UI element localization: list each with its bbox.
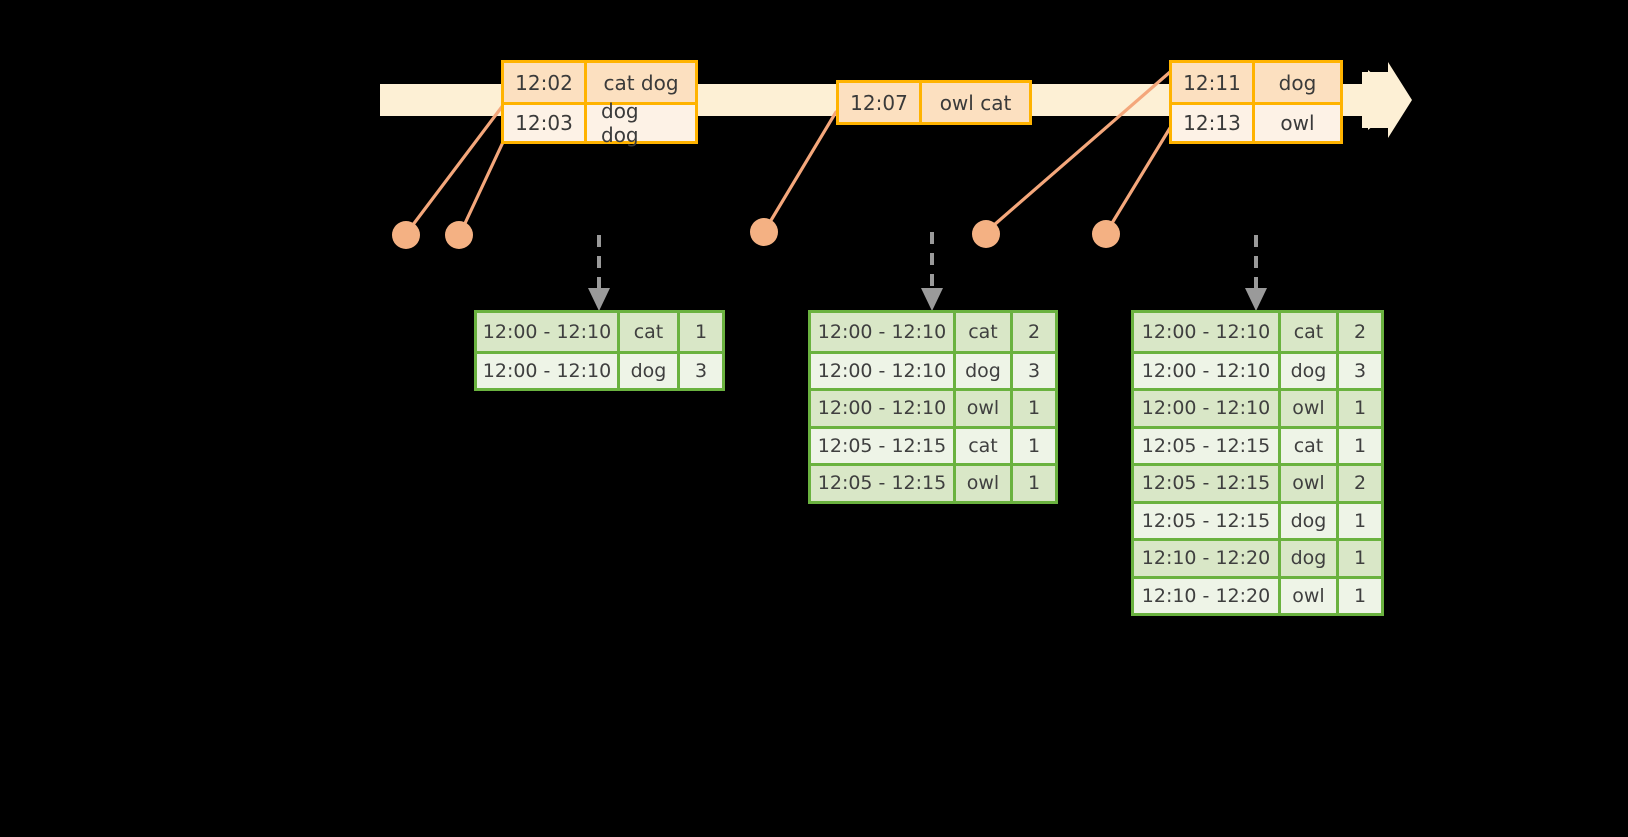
event-time: 12:07 [839, 83, 922, 122]
window-cell: 12:00 - 12:10 [1134, 391, 1281, 426]
event-time: 12:11 [1172, 63, 1255, 102]
window-cell: 12:00 - 12:10 [811, 313, 956, 351]
event-row[interactable]: 12:02 cat dog [504, 63, 695, 102]
event-row[interactable]: 12:07 owl cat [839, 83, 1029, 122]
word-cell: dog [620, 353, 680, 388]
window-cell: 12:00 - 12:10 [1134, 353, 1281, 388]
table-row[interactable]: 12:00 - 12:10 dog 3 [1134, 350, 1381, 388]
word-cell: cat [956, 313, 1013, 351]
event-box-1[interactable]: 12:02 cat dog 12:03 dog dog [501, 60, 698, 147]
event-dots [392, 218, 1120, 249]
word-cell: dog [1281, 353, 1339, 388]
table-row[interactable]: 12:05 - 12:15 cat 1 [811, 425, 1055, 463]
event-words: dog [1255, 63, 1340, 102]
count-cell: 1 [1013, 391, 1055, 426]
window-cell: 12:05 - 12:15 [811, 428, 956, 463]
window-cell: 12:00 - 12:10 [811, 353, 956, 388]
window-cell: 12:10 - 12:20 [1134, 578, 1281, 613]
count-cell: 1 [680, 313, 722, 351]
word-cell: cat [956, 428, 1013, 463]
trigger-arrow-2 [921, 232, 943, 311]
count-cell: 3 [1339, 353, 1381, 388]
event-box-3[interactable]: 12:11 dog 12:13 owl [1169, 60, 1343, 144]
event-dot-2 [445, 221, 473, 249]
table-row[interactable]: 12:00 - 12:10 dog 3 [811, 350, 1055, 388]
word-cell: owl [956, 391, 1013, 426]
event-row[interactable]: 12:03 dog dog [504, 99, 695, 147]
trigger-arrows [588, 232, 1267, 311]
table-row[interactable]: 12:05 - 12:15 dog 1 [1134, 500, 1381, 538]
connector-3 [762, 110, 838, 234]
count-cell: 2 [1339, 466, 1381, 501]
event-time: 12:13 [1172, 105, 1255, 141]
event-words: dog dog [587, 99, 695, 147]
window-cell: 12:05 - 12:15 [1134, 503, 1281, 538]
event-dot-1 [392, 221, 420, 249]
connector-2 [458, 138, 506, 236]
window-cell: 12:00 - 12:10 [811, 391, 956, 426]
event-time: 12:03 [504, 105, 587, 141]
count-cell: 1 [1339, 428, 1381, 463]
count-cell: 1 [1339, 541, 1381, 576]
window-cell: 12:00 - 12:10 [1134, 313, 1281, 351]
event-box-2[interactable]: 12:07 owl cat [836, 80, 1032, 125]
event-words: cat dog [587, 63, 695, 102]
event-dot-3 [750, 218, 778, 246]
table-row[interactable]: 12:00 - 12:10 owl 1 [811, 388, 1055, 426]
table-row[interactable]: 12:00 - 12:10 cat 2 [811, 313, 1055, 351]
count-cell: 2 [1339, 313, 1381, 351]
window-cell: 12:00 - 12:10 [477, 353, 620, 388]
window-cell: 12:00 - 12:10 [477, 313, 620, 351]
window-cell: 12:05 - 12:15 [1134, 428, 1281, 463]
event-words: owl [1255, 105, 1340, 141]
event-row[interactable]: 12:13 owl [1172, 102, 1340, 141]
window-cell: 12:05 - 12:15 [811, 466, 956, 501]
word-cell: owl [956, 466, 1013, 501]
trigger-arrow-1 [588, 235, 610, 311]
count-cell: 3 [680, 353, 722, 388]
result-table-1[interactable]: 12:00 - 12:10 cat 1 12:00 - 12:10 dog 3 [474, 310, 725, 391]
table-row[interactable]: 12:05 - 12:15 owl 2 [1134, 463, 1381, 501]
result-table-2[interactable]: 12:00 - 12:10 cat 2 12:00 - 12:10 dog 3 … [808, 310, 1058, 504]
word-cell: cat [1281, 313, 1339, 351]
word-cell: dog [1281, 541, 1339, 576]
event-time: 12:02 [504, 63, 587, 102]
count-cell: 2 [1013, 313, 1055, 351]
result-table-3[interactable]: 12:00 - 12:10 cat 2 12:00 - 12:10 dog 3 … [1131, 310, 1384, 616]
word-cell: cat [620, 313, 680, 351]
count-cell: 1 [1339, 503, 1381, 538]
table-row[interactable]: 12:00 - 12:10 owl 1 [1134, 388, 1381, 426]
word-cell: cat [1281, 428, 1339, 463]
window-cell: 12:05 - 12:15 [1134, 466, 1281, 501]
connector-5 [1104, 126, 1172, 235]
count-cell: 1 [1013, 466, 1055, 501]
word-cell: owl [1281, 391, 1339, 426]
count-cell: 1 [1339, 578, 1381, 613]
table-row[interactable]: 12:10 - 12:20 owl 1 [1134, 575, 1381, 613]
event-words: owl cat [922, 83, 1029, 122]
word-cell: owl [1281, 578, 1339, 613]
count-cell: 1 [1013, 428, 1055, 463]
event-dot-4 [972, 220, 1000, 248]
count-cell: 3 [1013, 353, 1055, 388]
connector-1 [404, 102, 506, 236]
table-row[interactable]: 12:00 - 12:10 dog 3 [477, 350, 722, 388]
count-cell: 1 [1339, 391, 1381, 426]
table-row[interactable]: 12:05 - 12:15 cat 1 [1134, 425, 1381, 463]
table-row[interactable]: 12:10 - 12:20 dog 1 [1134, 538, 1381, 576]
event-row[interactable]: 12:11 dog [1172, 63, 1340, 102]
table-row[interactable]: 12:00 - 12:10 cat 2 [1134, 313, 1381, 351]
table-row[interactable]: 12:05 - 12:15 owl 1 [811, 463, 1055, 501]
table-row[interactable]: 12:00 - 12:10 cat 1 [477, 313, 722, 351]
window-cell: 12:10 - 12:20 [1134, 541, 1281, 576]
word-cell: owl [1281, 466, 1339, 501]
word-cell: dog [1281, 503, 1339, 538]
trigger-arrow-3 [1245, 235, 1267, 311]
event-dot-5 [1092, 220, 1120, 248]
word-cell: dog [956, 353, 1013, 388]
